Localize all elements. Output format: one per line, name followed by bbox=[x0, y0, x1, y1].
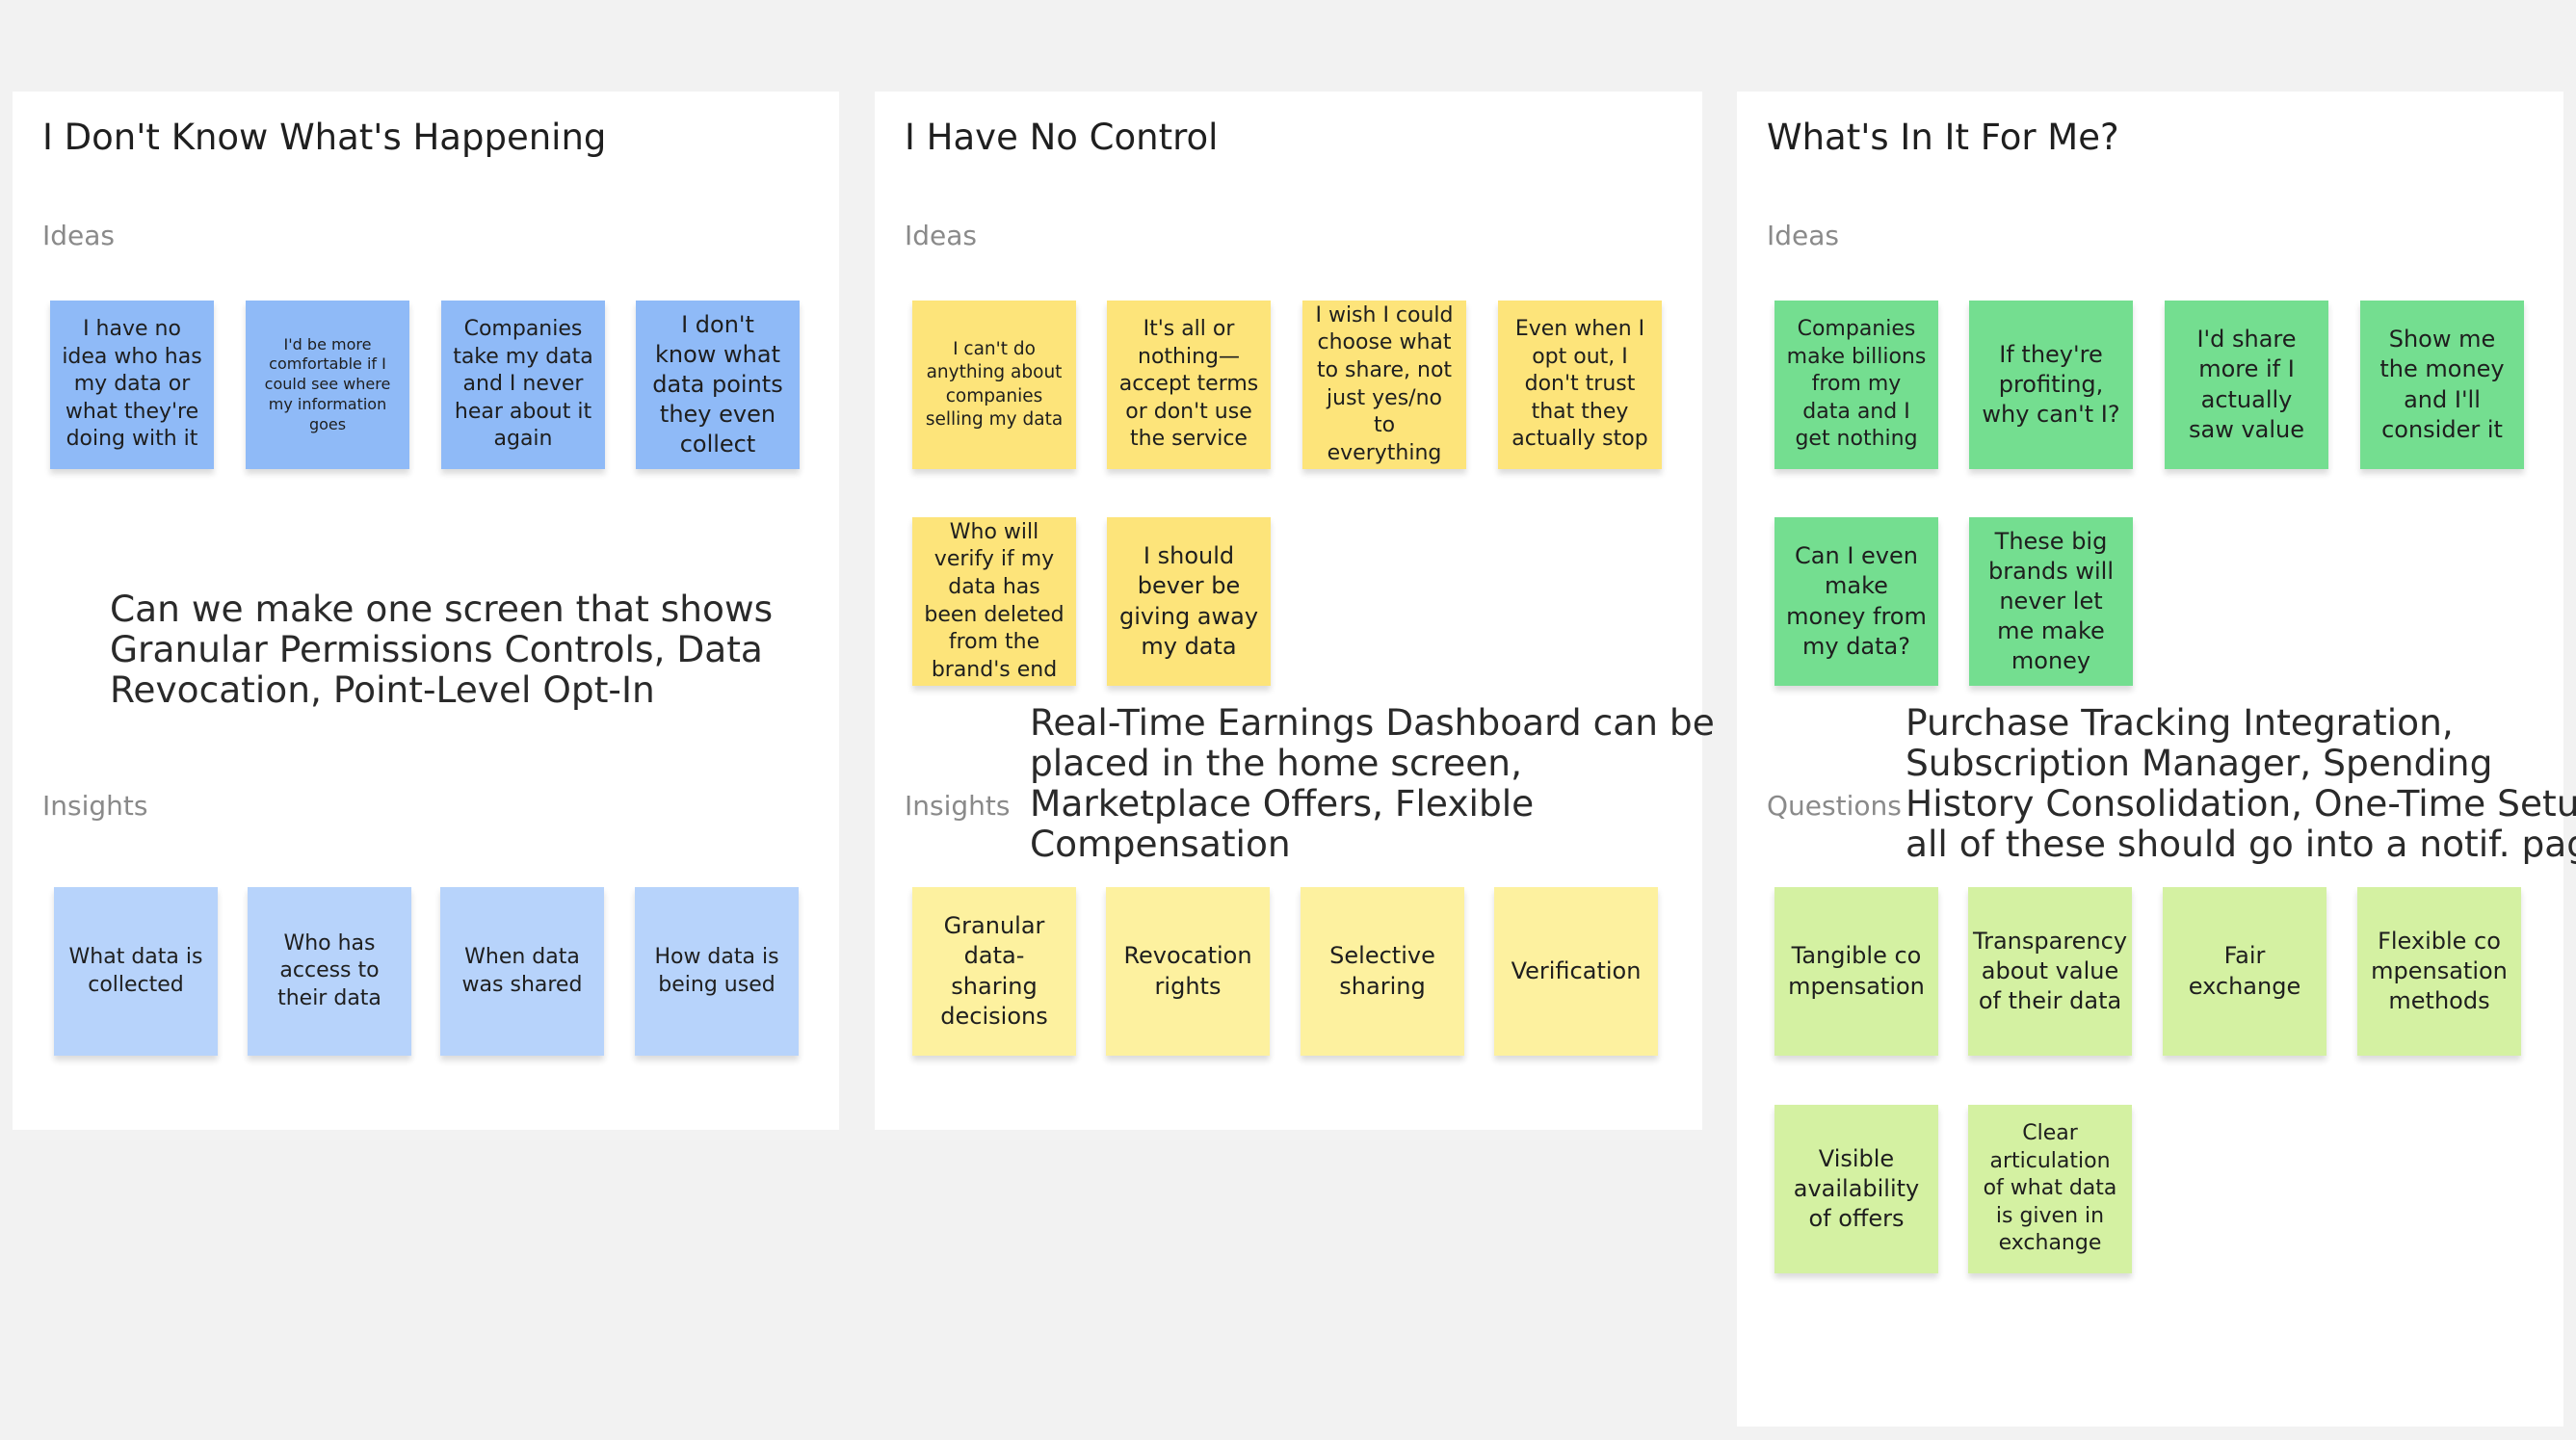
sticky-note[interactable]: These big brands will never let me make … bbox=[1969, 517, 2133, 686]
sticky-note[interactable]: Who will verify if my data has been dele… bbox=[912, 517, 1076, 686]
sticky-note[interactable]: I'd share more if I actually saw value bbox=[2165, 301, 2328, 469]
questions-label: Questions bbox=[1767, 790, 1902, 822]
comment-line: Purchase Tracking Integration, bbox=[1906, 701, 2454, 744]
comment-line: Revocation, Point-Level Opt-In bbox=[110, 668, 655, 711]
sticky-note[interactable]: Who has access to their data bbox=[248, 887, 411, 1056]
sticky-note[interactable]: Selective sharing bbox=[1301, 887, 1464, 1056]
frame-dont-know[interactable]: I Don't Know What's Happening Ideas I ha… bbox=[13, 92, 839, 1130]
sticky-note[interactable]: Visible availability of offers bbox=[1774, 1105, 1938, 1273]
sticky-note[interactable]: Can I even make money from my data? bbox=[1774, 517, 1938, 686]
sticky-note[interactable]: What data is collected bbox=[54, 887, 218, 1056]
ideas-label: Ideas bbox=[905, 220, 978, 251]
sticky-note[interactable]: Companies make billions from my data and… bbox=[1774, 301, 1938, 469]
comment-line: Marketplace Offers, Flexible bbox=[1030, 782, 1535, 825]
sticky-note[interactable]: Verification bbox=[1494, 887, 1658, 1056]
sticky-note[interactable]: Flexible compensation methods bbox=[2357, 887, 2521, 1056]
sticky-note[interactable]: Companies take my data and I never hear … bbox=[441, 301, 605, 469]
sticky-note[interactable]: Transparency about value of their data bbox=[1968, 887, 2132, 1056]
sticky-note[interactable]: I'd be more comfortable if I could see w… bbox=[246, 301, 409, 469]
frame-title: I Don't Know What's Happening bbox=[42, 117, 607, 158]
comment-line: Can we make one screen that shows bbox=[110, 588, 774, 630]
comment-text[interactable]: Purchase Tracking Integration, Subscript… bbox=[1906, 702, 2576, 864]
sticky-note[interactable]: It's all or nothing—accept terms or don'… bbox=[1107, 301, 1271, 469]
comment-line: Compensation bbox=[1030, 823, 1291, 865]
insights-label: Insights bbox=[905, 790, 1011, 822]
comment-line: Subscription Manager, Spending bbox=[1906, 742, 2493, 784]
sticky-note[interactable]: Tangible compensation bbox=[1774, 887, 1938, 1056]
sticky-note[interactable]: I can't do anything about companies sell… bbox=[912, 301, 1076, 469]
sticky-note[interactable]: Granular data-sharing decisions bbox=[912, 887, 1076, 1056]
sticky-note[interactable]: Fair exchange bbox=[2163, 887, 2326, 1056]
insights-label: Insights bbox=[42, 790, 148, 822]
comment-line: Granular Permissions Controls, Data bbox=[110, 628, 763, 670]
comment-text[interactable]: Can we make one screen that shows Granul… bbox=[110, 589, 773, 710]
sticky-note[interactable]: I should bever be giving away my data bbox=[1107, 517, 1271, 686]
sticky-note[interactable]: Clear articulation of what data is given… bbox=[1968, 1105, 2132, 1273]
ideas-label: Ideas bbox=[42, 220, 116, 251]
comment-line: placed in the home screen, bbox=[1030, 742, 1522, 784]
frame-no-control[interactable]: I Have No Control Ideas I can't do anyth… bbox=[875, 92, 1715, 1130]
frame-title: What's In It For Me? bbox=[1767, 117, 2119, 158]
ideas-label: Ideas bbox=[1767, 220, 1840, 251]
comment-line: History Consolidation, One-Time Setup bbox=[1906, 782, 2576, 825]
sticky-note[interactable]: How data is being used bbox=[635, 887, 799, 1056]
comment-line: Real-Time Earnings Dashboard can be bbox=[1030, 701, 1715, 744]
sticky-note[interactable]: Show me the money and I'll consider it bbox=[2360, 301, 2524, 469]
sticky-note[interactable]: I don't know what data points they even … bbox=[636, 301, 800, 469]
comment-text[interactable]: Real-Time Earnings Dashboard can be plac… bbox=[1030, 702, 1715, 864]
sticky-note[interactable]: I have no idea who has my data or what t… bbox=[50, 301, 214, 469]
sticky-note[interactable]: I wish I could choose what to share, not… bbox=[1302, 301, 1466, 469]
sticky-note[interactable]: Revocation rights bbox=[1106, 887, 1270, 1056]
frame-whats-in-it[interactable]: What's In It For Me? Ideas Companies mak… bbox=[1737, 92, 2576, 1427]
sticky-note[interactable]: If they're profiting, why can't I? bbox=[1969, 301, 2133, 469]
sticky-note[interactable]: Even when I opt out, I don't trust that … bbox=[1498, 301, 1662, 469]
comment-line: all of these should go into a notif. pag… bbox=[1906, 823, 2576, 865]
frame-title: I Have No Control bbox=[905, 117, 1219, 158]
sticky-note[interactable]: When data was shared bbox=[440, 887, 604, 1056]
